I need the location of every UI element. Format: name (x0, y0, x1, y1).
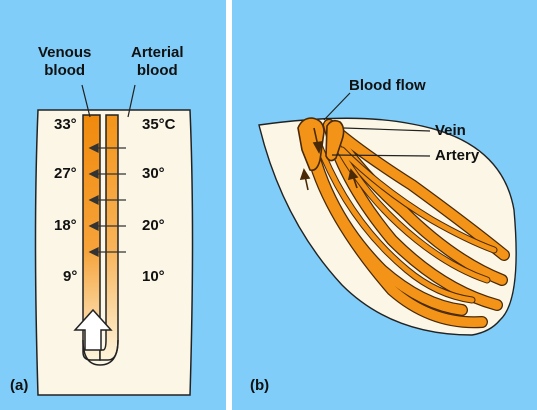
heat-exchange-arrows (88, 142, 126, 258)
venous-blood-label: Venous blood (38, 44, 92, 79)
panel-a: Venous blood Arterial blood 33° 27° 18° … (0, 0, 226, 410)
venous-temp-33: 33° (54, 116, 77, 133)
vein-label: Vein (435, 122, 466, 139)
flow-arrow-icon (73, 308, 113, 351)
vessel-loop (82, 339, 119, 366)
countercurrent-diagram (34, 84, 194, 396)
venous-temp-9: 9° (63, 268, 78, 285)
arterial-temp-10: 10° (142, 268, 165, 285)
venous-temp-18: 18° (54, 217, 77, 234)
arterial-temp-35: 35°C (142, 116, 176, 133)
blood-flow-label: Blood flow (349, 77, 426, 94)
arterial-temp-30: 30° (142, 165, 165, 182)
blood-flow-arrows (299, 127, 359, 191)
rete-mirabile-diagram (258, 92, 517, 336)
panel-a-label: (a) (10, 377, 29, 394)
arterial-temp-20: 20° (142, 217, 165, 234)
arterial-blood-label: Arterial blood (131, 44, 184, 79)
panel-b-label: (b) (250, 377, 270, 394)
vein-trunk (297, 117, 325, 172)
artery-trunk (325, 119, 345, 162)
venous-temp-27: 27° (54, 165, 77, 182)
panel-b: Blood flow Vein Artery (b) (232, 0, 537, 410)
artery-label: Artery (435, 147, 480, 164)
